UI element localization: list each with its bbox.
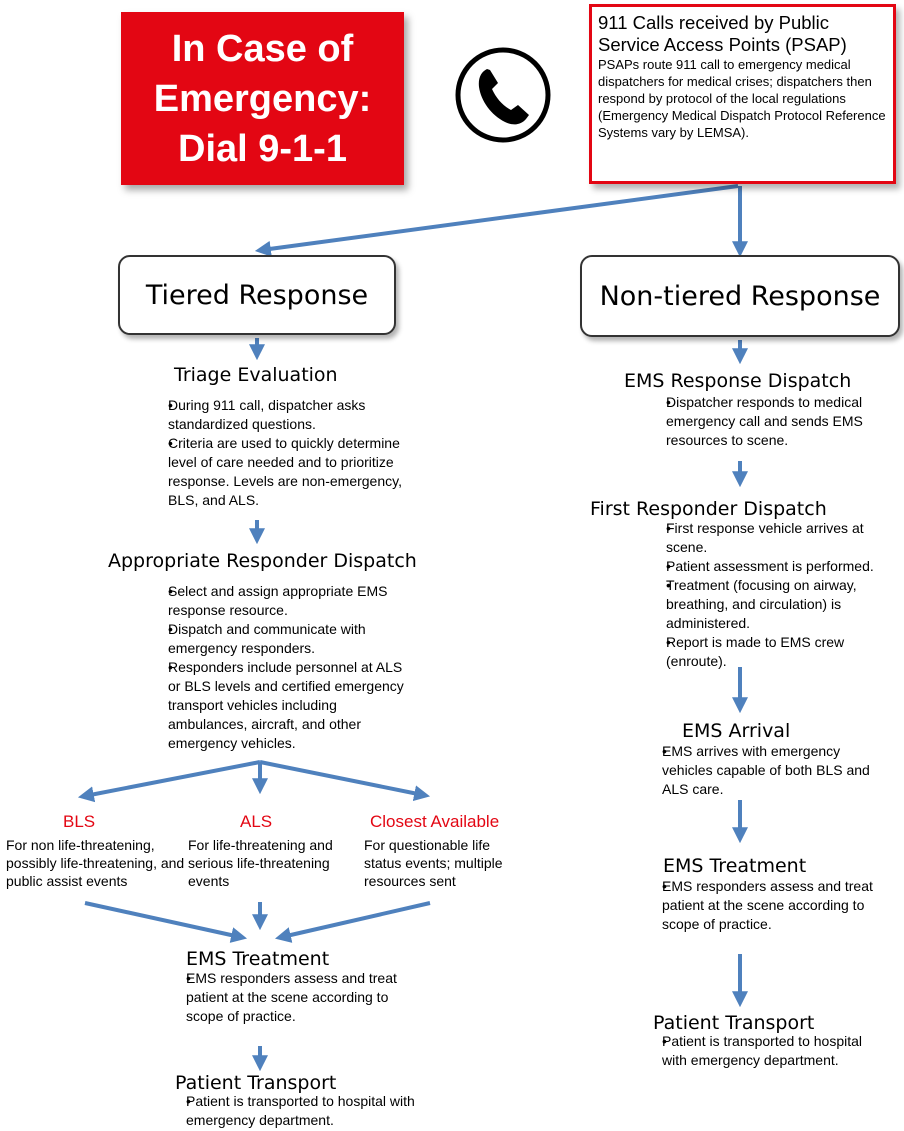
- list-item: Criteria are used to quickly determine l…: [146, 434, 416, 510]
- arrow-bls-to-treatment: [84, 901, 248, 943]
- list-item: EMS arrives with emergency vehicles capa…: [626, 742, 876, 799]
- nontiered-ems-treatment-heading: EMS Treatment: [663, 855, 807, 877]
- tiered-response-box: Tiered Response: [118, 255, 396, 335]
- list-item: Responders include personnel at ALS or B…: [146, 658, 416, 753]
- ems-response-dispatch-bullets: Dispatcher responds to medical emergency…: [626, 393, 876, 450]
- psap-title: 911 Calls received by Public Service Acc…: [598, 12, 847, 55]
- triage-bullets: During 911 call, dispatcher asks standar…: [146, 396, 416, 510]
- arrow-psap-to-tiered: [254, 184, 739, 257]
- list-item: Patient assessment is performed.: [626, 557, 902, 576]
- tiered-patient-transport-bullets: Patient is transported to hospital with …: [146, 1092, 416, 1130]
- responder-dispatch-bullets: Select and assign appropriate EMS respon…: [146, 582, 416, 753]
- triage-heading: Triage Evaluation: [174, 364, 338, 386]
- tiered-patient-transport-heading: Patient Transport: [175, 1072, 337, 1094]
- list-item: Treatment (focusing on airway, breathing…: [626, 576, 902, 633]
- ems-arrival-bullets: EMS arrives with emergency vehicles capa…: [626, 742, 876, 799]
- tiered-ems-treatment-heading: EMS Treatment: [186, 948, 330, 970]
- list-item: First response vehicle arrives at scene.: [626, 519, 902, 557]
- list-item: Dispatch and communicate with emergency …: [146, 620, 416, 658]
- list-item: EMS responders assess and treat patient …: [146, 969, 416, 1026]
- first-responder-dispatch-bullets: First response vehicle arrives at scene.…: [626, 519, 902, 671]
- psap-box: 911 Calls received by Public Service Acc…: [589, 4, 896, 184]
- list-item: Patient is transported to hospital with …: [146, 1092, 416, 1130]
- bls-heading: BLS: [63, 812, 96, 831]
- list-item: Patient is transported to hospital with …: [626, 1032, 876, 1070]
- tiered-response-title: Tiered Response: [145, 279, 369, 311]
- als-heading: ALS: [240, 812, 273, 831]
- ems-arrival-heading: EMS Arrival: [682, 720, 791, 742]
- arrow-closest-to-treatment: [274, 901, 431, 943]
- als-description: For life-threatening and serious life-th…: [188, 837, 333, 889]
- nontiered-response-box: Non-tiered Response: [580, 255, 900, 337]
- arrow-to-closest: [259, 760, 431, 802]
- phone-handset-icon: [453, 45, 553, 145]
- nontiered-ems-treatment-bullets: EMS responders assess and treat patient …: [626, 877, 886, 934]
- nontiered-patient-transport-heading: Patient Transport: [653, 1012, 815, 1034]
- first-responder-dispatch-heading: First Responder Dispatch: [590, 498, 827, 520]
- emergency-line-2: Emergency:: [153, 77, 372, 120]
- nontiered-response-title: Non-tiered Response: [599, 280, 881, 312]
- list-item: EMS responders assess and treat patient …: [626, 877, 886, 934]
- responder-dispatch-heading: Appropriate Responder Dispatch: [108, 550, 417, 572]
- bls-description: For non life-threatening, possibly life-…: [6, 837, 185, 889]
- emergency-line-3: Dial 9-1-1: [178, 127, 347, 170]
- closest-available-description: For questionable life status events; mul…: [364, 837, 503, 889]
- psap-description: PSAPs route 911 call to emergency medica…: [598, 57, 886, 140]
- emergency-callout: In Case of Emergency: Dial 9-1-1: [121, 12, 404, 185]
- ems-response-dispatch-heading: EMS Response Dispatch: [624, 370, 852, 392]
- nontiered-patient-transport-bullets: Patient is transported to hospital with …: [626, 1032, 876, 1070]
- list-item: Report is made to EMS crew (enroute).: [626, 633, 902, 671]
- list-item: Dispatcher responds to medical emergency…: [626, 393, 876, 450]
- tiered-ems-treatment-bullets: EMS responders assess and treat patient …: [146, 969, 416, 1026]
- arrow-to-bls: [77, 760, 261, 803]
- emergency-line-1: In Case of: [171, 27, 354, 70]
- list-item: Select and assign appropriate EMS respon…: [146, 582, 416, 620]
- closest-available-heading: Closest Available: [370, 812, 500, 831]
- list-item: During 911 call, dispatcher asks standar…: [146, 396, 416, 434]
